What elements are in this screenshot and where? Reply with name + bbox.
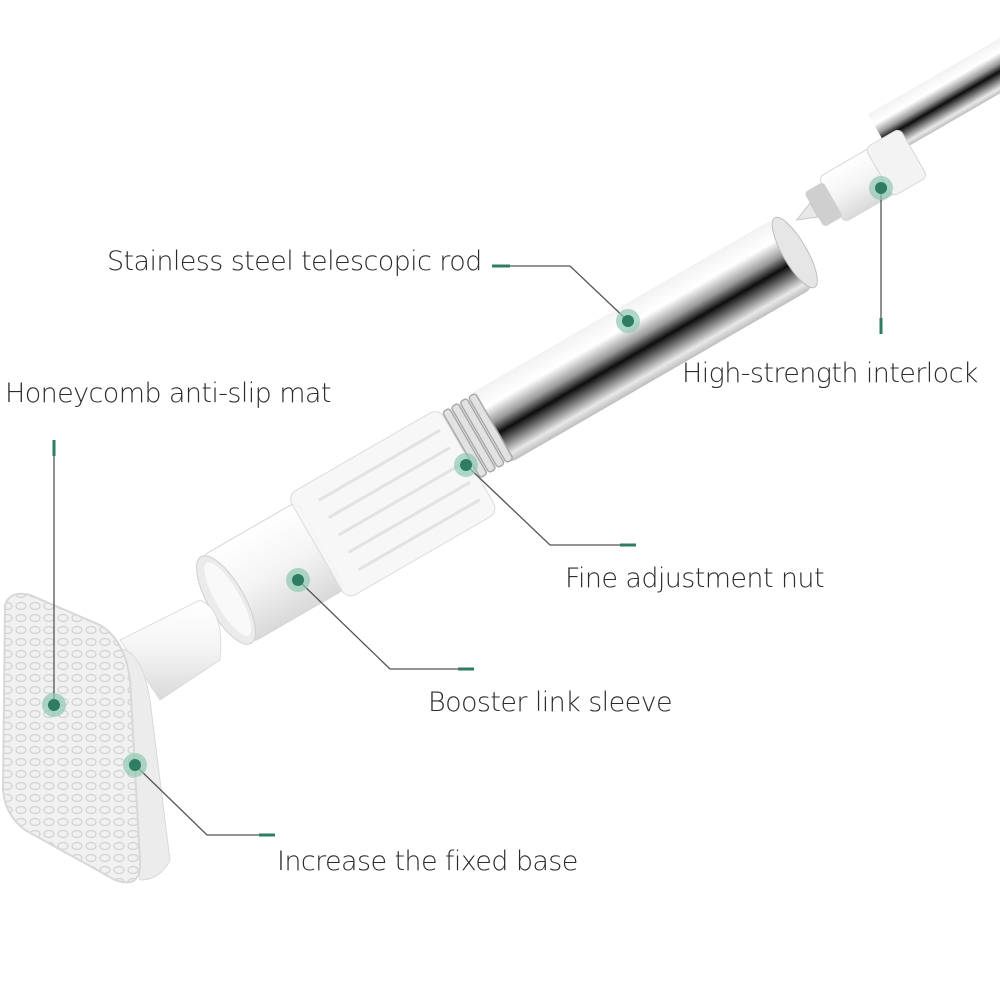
fixed-base xyxy=(1,592,222,884)
label-fine-adjustment-nut: Fine adjustment nut xyxy=(565,563,825,594)
label-high-strength-interlock: High-strength interlock xyxy=(682,358,978,389)
marker-base-icon xyxy=(123,753,147,777)
leader-lines xyxy=(53,188,882,836)
label-honeycomb-mat: Honeycomb anti-slip mat xyxy=(5,378,331,409)
interlock-part xyxy=(795,129,926,226)
marker-sleeve-icon xyxy=(286,568,310,592)
label-booster-link-sleeve: Booster link sleeve xyxy=(428,687,673,718)
telescopic-rod xyxy=(442,216,818,478)
label-stainless-steel-rod: Stainless steel telescopic rod xyxy=(107,246,482,277)
marker-dots xyxy=(42,176,893,777)
marker-rod-icon xyxy=(616,309,640,333)
leader-end-ticks xyxy=(52,264,883,837)
label-fixed-base: Increase the fixed base xyxy=(277,846,578,877)
marker-nut-icon xyxy=(454,453,478,477)
marker-interlock-icon xyxy=(869,176,893,200)
booster-sleeve xyxy=(196,411,496,645)
upper-rod xyxy=(868,14,1000,156)
marker-mat-icon xyxy=(42,693,66,717)
